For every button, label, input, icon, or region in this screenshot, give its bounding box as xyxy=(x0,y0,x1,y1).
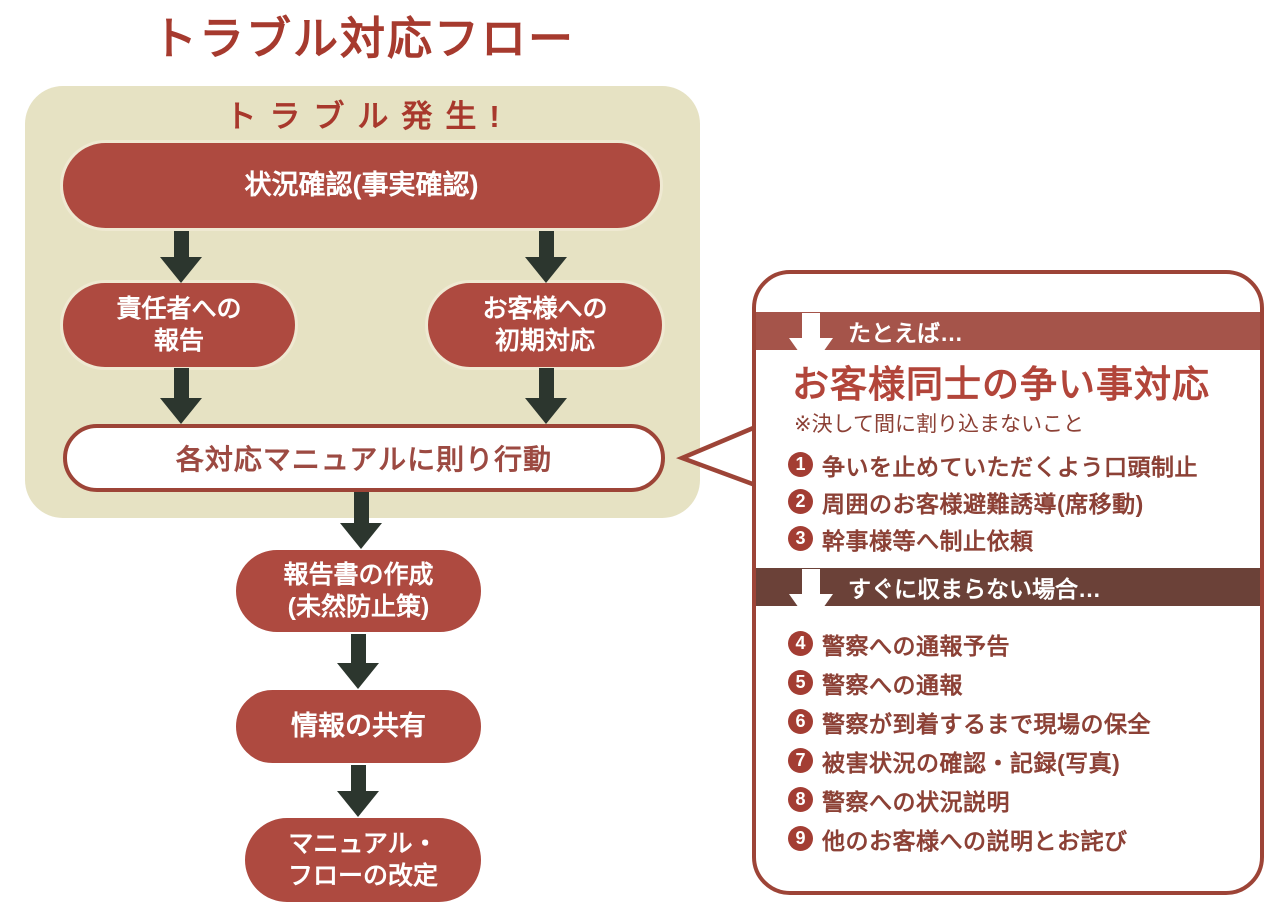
step-number-badge: 2 xyxy=(788,489,813,514)
step-label: 警察が到着するまで現場の保全 xyxy=(822,710,1151,737)
flow-start-heading: トラブル発生! xyxy=(225,99,513,134)
list-item: 4 警察への通報予告 xyxy=(788,624,1246,663)
page-title: トラブル対応フロー xyxy=(152,13,576,64)
list-item: 8 警察への状況説明 xyxy=(788,780,1246,819)
step-label: 周囲のお客様避難誘導(席移動) xyxy=(822,490,1144,517)
node-label-line2: フローの改定 xyxy=(287,862,438,890)
flow-node-situation-check: 状況確認(事実確認) xyxy=(60,140,663,231)
node-label: 情報の共有 xyxy=(291,711,426,742)
initial-steps-list: 1 争いを止めていただくよう口頭制止 2 周囲のお客様避難誘導(席移動) 3 幹… xyxy=(788,446,1246,557)
step-number-badge: 1 xyxy=(788,452,813,477)
down-arrow-icon xyxy=(789,313,833,369)
list-item: 6 警察が到着するまで現場の保全 xyxy=(788,702,1246,741)
node-label: 状況確認(事実確認) xyxy=(244,170,479,201)
step-label: 他のお客様への説明とお詫び xyxy=(822,827,1128,854)
escalation-steps-list: 4 警察への通報予告 5 警察への通報 6 警察が到着するまで現場の保全 7 被… xyxy=(788,624,1246,858)
flow-arrow-down-icon xyxy=(525,368,567,424)
banner-label: たとえば… xyxy=(848,320,963,346)
list-item: 1 争いを止めていただくよう口頭制止 xyxy=(788,446,1246,483)
step-label: 幹事様等へ制止依頼 xyxy=(822,527,1034,554)
step-number-badge: 5 xyxy=(788,670,813,695)
list-item: 7 被害状況の確認・記録(写真) xyxy=(788,741,1246,780)
step-number-badge: 9 xyxy=(788,826,813,851)
flow-node-revise-manual: マニュアル・ フローの改定 xyxy=(242,815,484,905)
list-item: 3 幹事様等へ制止依頼 xyxy=(788,520,1246,557)
node-label: 各対応マニュアルに則り行動 xyxy=(175,444,553,475)
banner-label: すぐに収まらない場合… xyxy=(848,576,1101,602)
step-label: 警察への通報予告 xyxy=(822,632,1010,659)
node-label-line1: マニュアル・ xyxy=(288,830,438,858)
step-number-badge: 3 xyxy=(788,526,813,551)
step-label: 争いを止めていただくよう口頭制止 xyxy=(822,453,1198,480)
node-label-line2: 初期対応 xyxy=(494,327,595,355)
flow-node-initial-response: お客様への 初期対応 xyxy=(425,280,665,370)
step-number-badge: 8 xyxy=(788,787,813,812)
flow-arrow-down-icon xyxy=(160,231,202,283)
callout-note: ※決して間に割り込まないこと xyxy=(794,413,1084,436)
node-label-line1: 責任者への xyxy=(116,295,242,323)
flow-node-manual-action: 各対応マニュアルに則り行動 xyxy=(63,424,665,492)
flow-node-share-info: 情報の共有 xyxy=(233,687,484,766)
example-callout: たとえば… お客様同士の争い事対応 ※決して間に割り込まないこと 1 争いを止め… xyxy=(752,270,1264,895)
flow-arrow-down-icon xyxy=(525,231,567,283)
escalation-banner: すぐに収まらない場合… xyxy=(756,568,1260,625)
down-arrow-icon xyxy=(789,569,833,625)
step-number-badge: 4 xyxy=(788,631,813,656)
step-label: 警察への通報 xyxy=(822,671,963,698)
example-banner: たとえば… xyxy=(756,312,1260,369)
flow-node-report-to-manager: 責任者への 報告 xyxy=(60,280,298,370)
flow-arrow-down-icon xyxy=(337,634,379,689)
list-item: 9 他のお客様への説明とお詫び xyxy=(788,819,1246,858)
flow-node-write-report: 報告書の作成 (未然防止策) xyxy=(233,547,484,635)
node-label-line1: お客様への xyxy=(482,295,608,323)
node-label-line2: (未然防止策) xyxy=(287,593,430,621)
step-label: 被害状況の確認・記録(写真) xyxy=(822,749,1121,776)
flow-arrow-down-icon xyxy=(337,765,379,817)
list-item: 2 周囲のお客様避難誘導(席移動) xyxy=(788,483,1246,520)
flow-arrow-down-icon xyxy=(340,492,382,549)
step-label: 警察への状況説明 xyxy=(822,788,1010,815)
list-item: 5 警察への通報 xyxy=(788,663,1246,702)
callout-heading: お客様同士の争い事対応 xyxy=(792,364,1210,405)
step-number-badge: 7 xyxy=(788,748,813,773)
node-label-line2: 報告 xyxy=(153,327,204,355)
flow-arrow-down-icon xyxy=(160,368,202,424)
step-number-badge: 6 xyxy=(788,709,813,734)
callout-pointer-icon xyxy=(676,423,759,489)
node-label-line1: 報告書の作成 xyxy=(283,561,434,589)
